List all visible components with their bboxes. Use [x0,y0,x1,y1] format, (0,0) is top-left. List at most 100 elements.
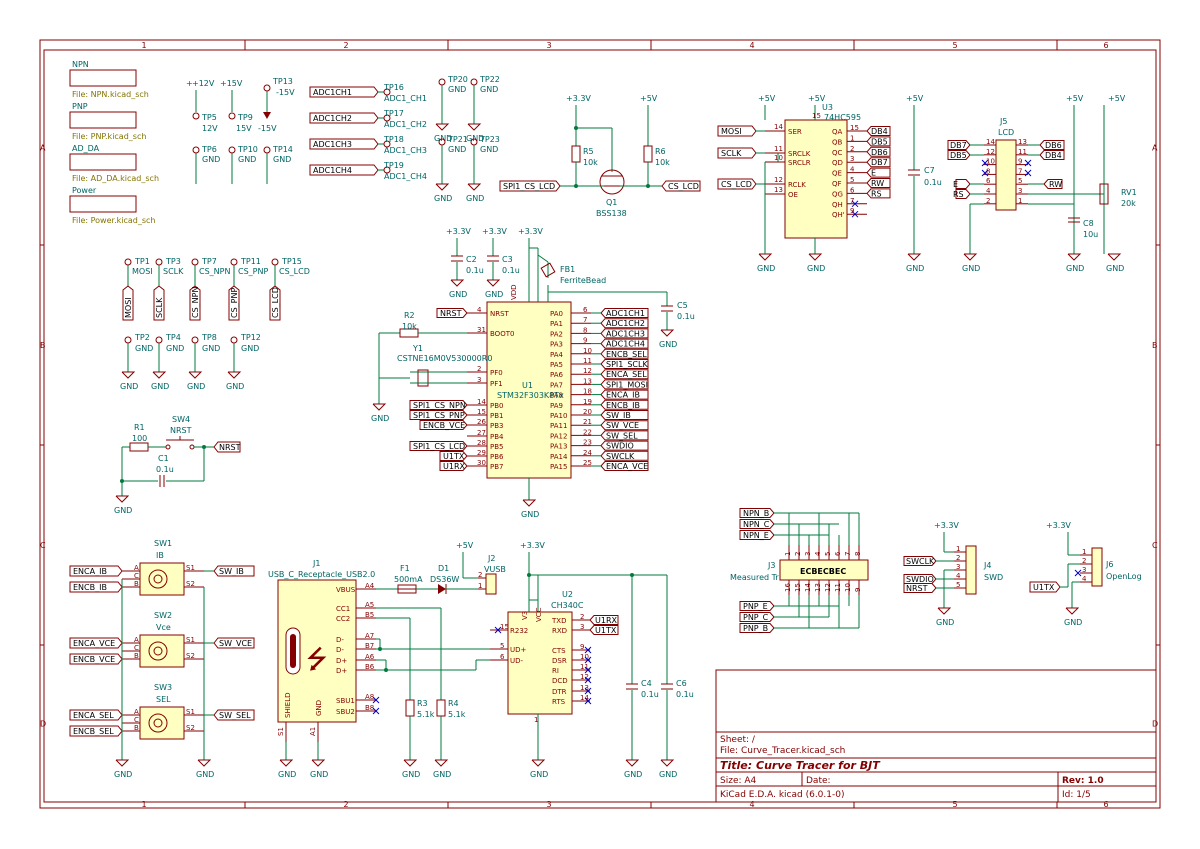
j5-body [995,139,1017,211]
u2-net-box [589,615,619,625]
u2-pin-num: 13 [580,684,589,692]
u2-gnd-symbol [531,759,546,767]
u1-gnd-label: GND [521,510,539,519]
j3-body [779,559,869,581]
c7-5v: +5V [906,94,924,103]
j3-pin-bot-num: 14 [804,583,812,592]
j4-pin-num: 1 [956,545,960,553]
u1-val: STM32F303K8Tx [497,391,564,400]
j3-npn-box [739,530,775,540]
u1-net-right: SW_VCE [606,421,639,430]
y1-ref: Y1 [412,344,423,353]
c4-ref: C4 [641,679,652,688]
u3-pin-name: QA [832,128,843,136]
c3-gnd-label: GND [485,290,503,299]
r3-body [405,699,415,717]
r1-ref: R1 [134,423,145,432]
u1-net-right: SWDIO [606,442,634,451]
j1-pin-num: A7 [365,632,374,640]
c6-val: 0.1u [676,690,694,699]
u1-net-box [419,420,468,430]
j1-pin-name: CC1 [336,605,350,613]
j6-net: U1TX [1033,583,1055,592]
tp6[interactable]: TP6 GND [192,145,220,184]
j1-body [277,579,357,723]
tp13[interactable]: TP13 -15V -15V [258,77,295,133]
u3-net-left: MOSI [721,127,742,136]
enc-val: IB [156,551,164,560]
j4-gnd-label: GND [936,618,954,627]
j1-a1: A1 [309,727,317,736]
u3-gnd-label: GND [757,264,775,273]
j1-pin-num: B8 [365,704,374,712]
gnd-tp2-label: GND [187,382,205,391]
c7-gnd-label: GND [906,264,924,273]
u1-pin-num: 25 [583,459,592,467]
tp10[interactable]: TP10 GND [228,145,258,184]
frame-col-bottom: 3 [547,800,552,809]
j1-nc [372,707,380,715]
j3-pnp-box [739,601,775,611]
u2-pin-name: DTR [552,688,567,696]
j5-pin-num: 6 [986,177,991,185]
j5-pin-num: 2 [986,197,990,205]
u3-shift-register: U374HC59514SER11SRCLK10SRCLR12RCLK13OEMO… [717,94,891,273]
adc-label-box [309,112,379,124]
spi-net: SCLK [155,297,164,318]
c6-gnd-label: GND [659,770,677,779]
u3-pin-name: QF [832,180,842,188]
power-testpoints: ++12V TP5 12V +15V TP9 15V TP13 -15V -15… [186,77,295,184]
tb-rev: Rev: 1.0 [1062,776,1104,786]
j5-gnd-symbol [963,253,978,261]
wire [537,254,549,263]
gnd-tp2-ref: TP8 [201,333,217,342]
j6-gnd-label: GND [1064,618,1082,627]
adc-tp-ref: TP18 [383,135,404,144]
u1-gnd-symbol [522,499,537,507]
j5-pin-num: 8 [986,167,990,175]
spi-net-box [153,285,165,321]
enc-val: Vce [156,623,171,632]
u2-pin-name: R232 [510,627,528,635]
gnd-tp2-ref: TP12 [240,333,261,342]
enc-pin-name: B [134,652,139,660]
c3-val: 0.1u [502,266,520,275]
c6-gnd-symbol [660,759,675,767]
gnd-tp2-circle [155,336,163,344]
u3-net-box [866,178,891,188]
u1-pin-num: 12 [583,367,592,375]
c2-ref: C2 [466,255,477,264]
u2-nc [584,676,592,684]
tp14[interactable]: TP14 GND [263,145,293,184]
tp9[interactable]: +15V TP9 15V [220,79,253,133]
j5-pin-num: 13 [1018,138,1027,146]
u1-pin-num: 20 [583,408,592,416]
u3-pin-num: 1 [850,134,854,142]
enc-a-box [69,709,123,721]
u1-pin-name: PA10 [550,412,567,420]
tp5[interactable]: ++12V TP5 12V [186,79,218,133]
u1-pin-num: 2 [477,365,481,373]
hier-sheet-box [69,111,137,129]
r2-val: 10k [402,322,417,331]
u3-pin-name: QD [832,159,843,167]
j5-pin-num: 7 [1018,167,1022,175]
adc-label-box [309,86,379,98]
c4-gnd-label: GND [624,770,642,779]
j5-5v: +5V [1066,94,1084,103]
j4-3v3: +3.3V [934,521,959,530]
u1-net-box [600,440,649,451]
u3-pin-name: QB [832,138,843,146]
u1-net-box [600,379,649,390]
enc-ref: SW2 [154,611,172,620]
u1-net-left: U1RX [443,462,466,471]
enc-b-net: ENCB_IB [73,583,107,592]
u1-pin-num: 7 [583,316,587,324]
r5-ref: R5 [583,147,594,156]
j3-pnp-box [739,623,775,633]
enc-knob-inner [153,574,163,584]
frame-row-left: A [40,144,46,153]
j5-pin-num: 12 [986,148,995,156]
